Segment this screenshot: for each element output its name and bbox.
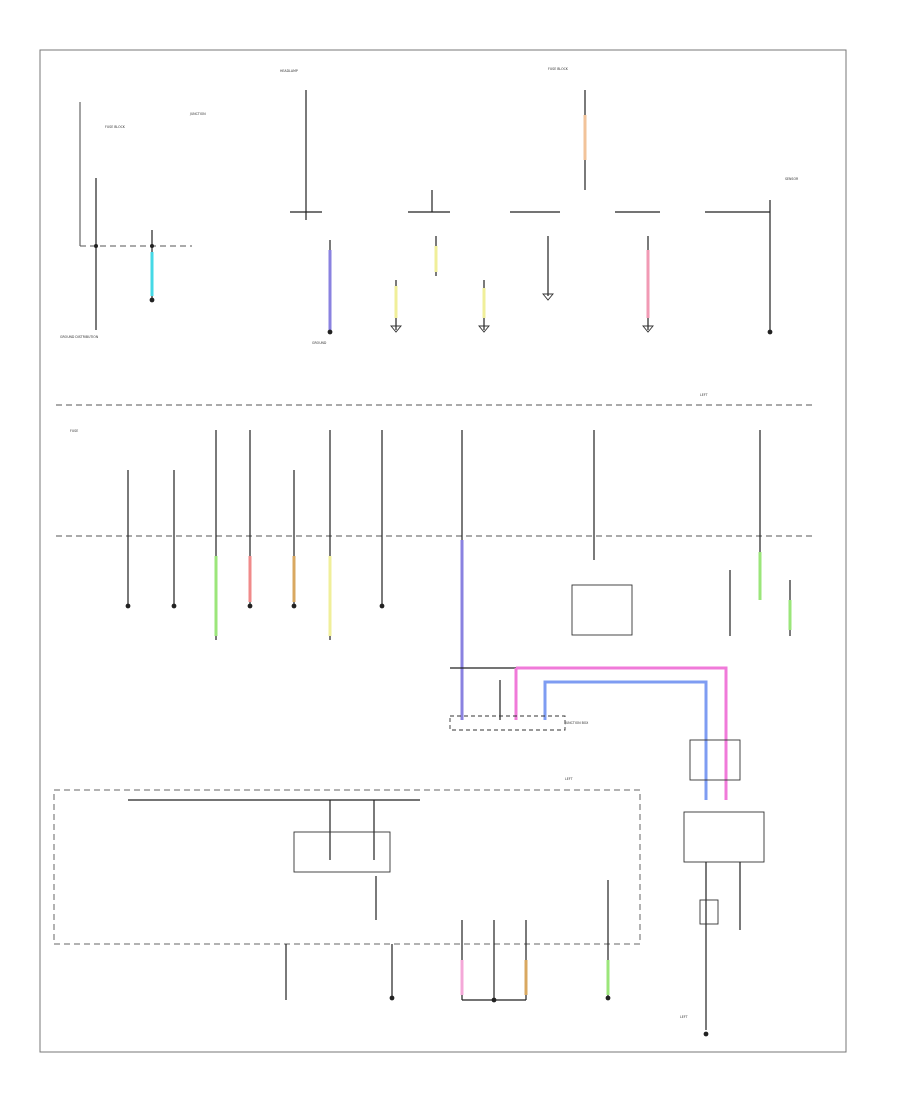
svg-text:LEFT: LEFT [680,1015,688,1019]
svg-text:SENSOR: SENSOR [785,177,799,181]
svg-text:FUSE BLOCK: FUSE BLOCK [105,125,126,129]
instrument-panel-box [53,789,641,945]
svg-text:FUSE: FUSE [70,429,78,433]
top-section: FUSE BLOCK JUNCTION GROUND DISTRIBUTION … [60,67,799,397]
svg-text:LEFT: LEFT [700,393,708,397]
bottom-section: LEFT LEFT [53,739,765,1037]
diagram-frame [39,49,847,1053]
magenta-wire-run [516,666,728,800]
svg-text:HEADLAMP: HEADLAMP [280,69,298,73]
svg-text:GROUND DISTRIBUTION: GROUND DISTRIBUTION [60,335,99,339]
svg-text:JUNCTION: JUNCTION [189,112,206,116]
middle-section: FUSE JUNCTION BOX [70,429,792,800]
blue-wire-run [543,680,708,800]
svg-text:FUSE BLOCK: FUSE BLOCK [548,67,569,71]
svg-text:JUNCTION BOX: JUNCTION BOX [564,721,589,725]
svg-text:LEFT: LEFT [565,777,573,781]
svg-text:GROUND: GROUND [312,341,327,345]
